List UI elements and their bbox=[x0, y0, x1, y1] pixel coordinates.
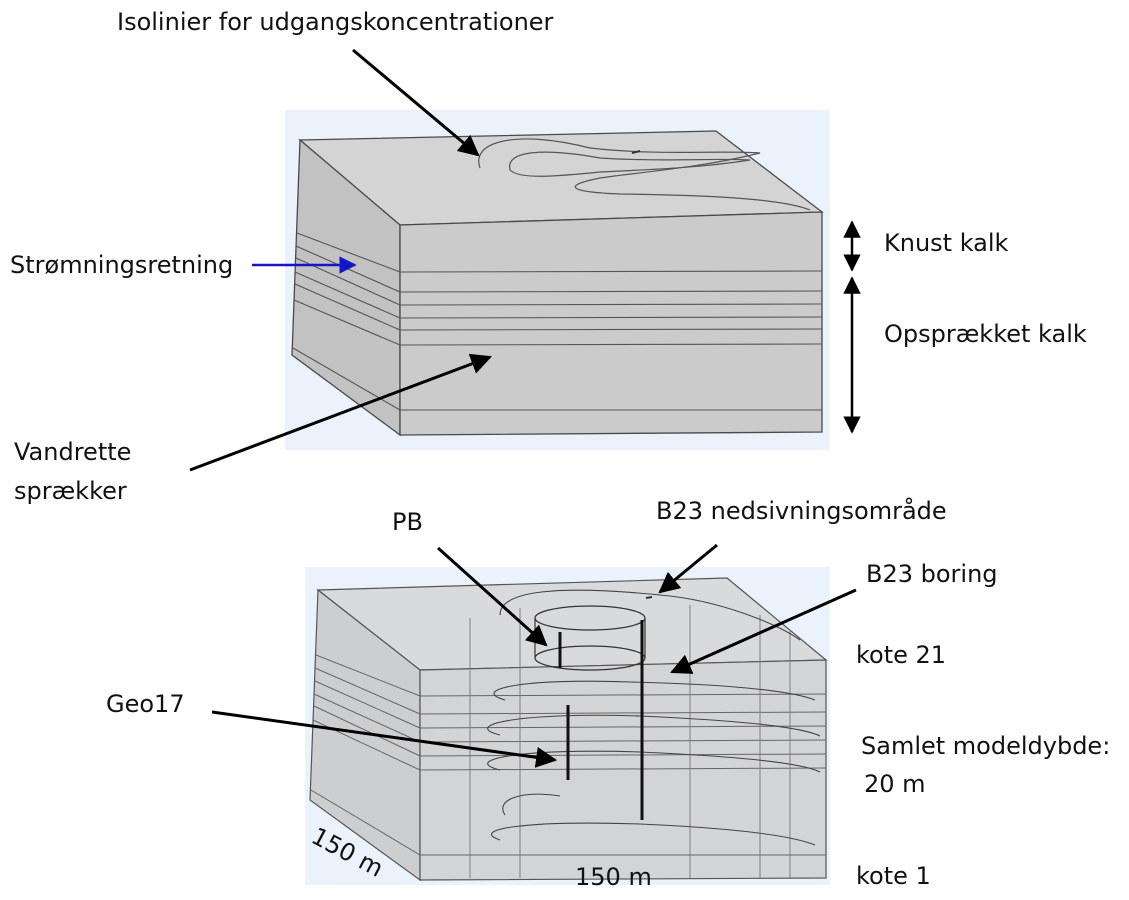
label-geo17: Geo17 bbox=[106, 690, 185, 718]
bottom-isolines bbox=[487, 589, 821, 846]
geo17-arrow bbox=[211, 710, 558, 768]
isolinier-arrow bbox=[352, 48, 480, 157]
label-vandrette-line1: Vandrette bbox=[14, 438, 132, 466]
label-isolinier: Isolinier for udgangskoncentrationer bbox=[117, 8, 554, 36]
isoline-inner bbox=[509, 151, 751, 177]
label-dimension-bottom: 150 m bbox=[575, 863, 652, 891]
label-stromningsretning: Strømningsretning bbox=[10, 251, 234, 279]
label-kote-21: kote 21 bbox=[856, 641, 947, 669]
bottom-front-lines bbox=[419, 693, 827, 856]
pb-cylinder bbox=[534, 605, 646, 671]
side-fracture-lines bbox=[292, 232, 401, 411]
bottom-model-block bbox=[305, 567, 830, 885]
label-samlet-modeldybde-line1: Samlet modeldybde: bbox=[861, 732, 1111, 760]
label-pb: PB bbox=[392, 508, 423, 536]
b23-boring-arrow bbox=[670, 588, 857, 674]
label-kote-1: kote 1 bbox=[856, 862, 931, 890]
bottom-side-lines bbox=[310, 654, 421, 856]
front-fracture-lines bbox=[399, 270, 823, 411]
label-b23-boring: B23 boring bbox=[866, 560, 998, 588]
vandrette-arrow bbox=[189, 353, 492, 472]
label-b23-nedsivningsomrade: B23 nedsivningsområde bbox=[656, 497, 947, 525]
b23-nedsivning-arrow bbox=[658, 543, 718, 594]
label-opsprakket-kalk: Opsprækket kalk bbox=[884, 320, 1087, 348]
label-knust-kalk: Knust kalk bbox=[884, 229, 1009, 257]
label-vandrette-line2: sprækker bbox=[14, 477, 127, 505]
pb-arrow bbox=[436, 546, 548, 647]
bottom-mesh-verticals bbox=[469, 605, 791, 878]
label-samlet-modeldybde-line2: 20 m bbox=[864, 770, 926, 798]
front-face bbox=[399, 211, 823, 436]
top-model-block bbox=[285, 110, 830, 450]
